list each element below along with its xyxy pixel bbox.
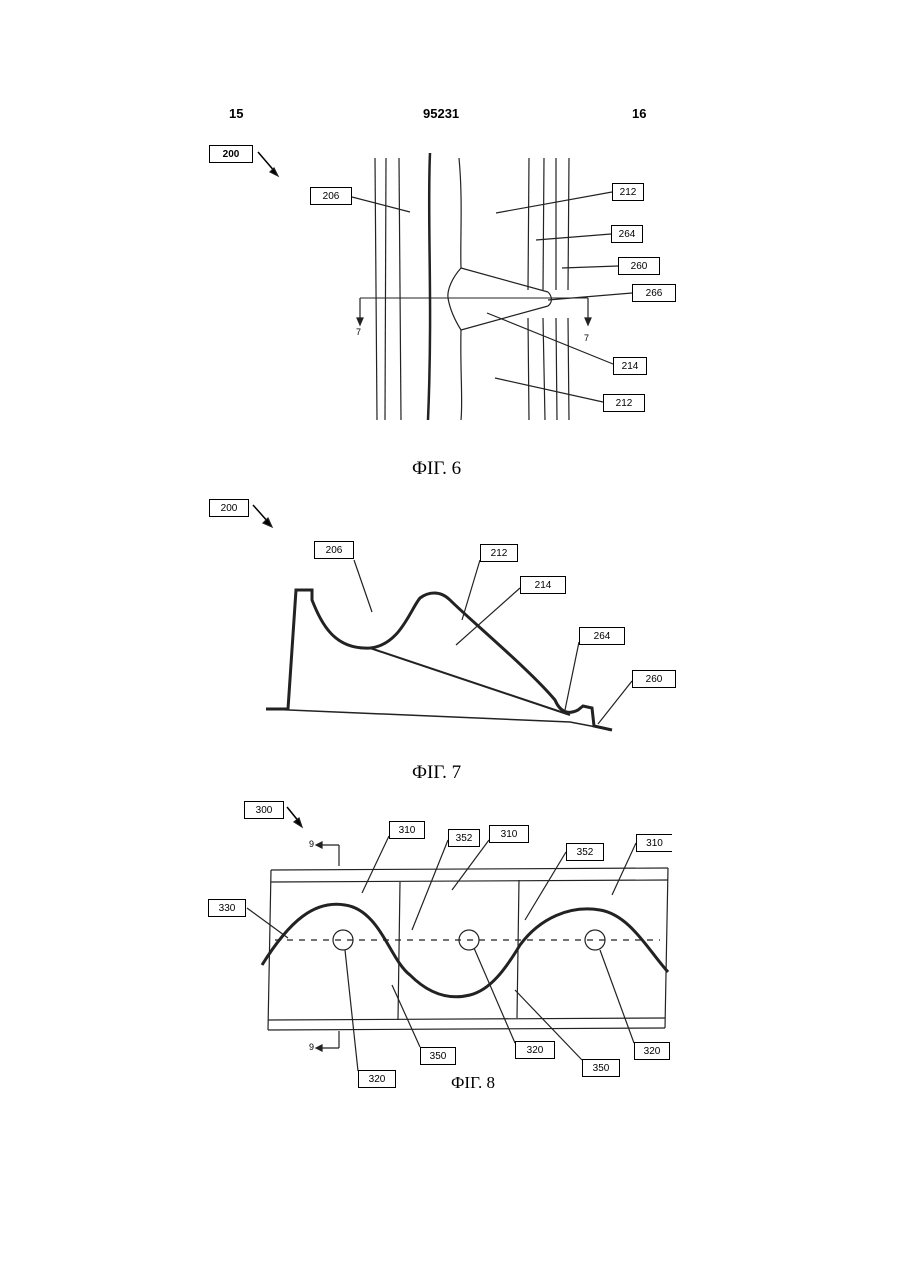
figure-8-label-330: 330 [208,899,246,917]
figure-8-caption: ФІГ. 8 [451,1073,495,1093]
section-mark-bottom: 9 [309,1042,314,1052]
figure-8-label-310-middle: 310 [489,825,529,843]
figure-8-label-320-left: 320 [358,1070,396,1088]
figure-8-label-350: 350 [420,1047,456,1065]
figure-8-label-352: 352 [448,829,480,847]
figure-8-label-352-right: 352 [566,843,604,861]
figure-8-label-320-center: 320 [515,1041,555,1059]
figure-8-label-310-right: 310 [636,834,672,852]
figure-8-ref-300: 300 [244,801,284,819]
figure-8-label-310: 310 [389,821,425,839]
figure-8-label-320-right: 320 [634,1042,670,1060]
section-mark-top: 9 [309,839,314,849]
figure-8-label-350-right: 350 [582,1059,620,1077]
